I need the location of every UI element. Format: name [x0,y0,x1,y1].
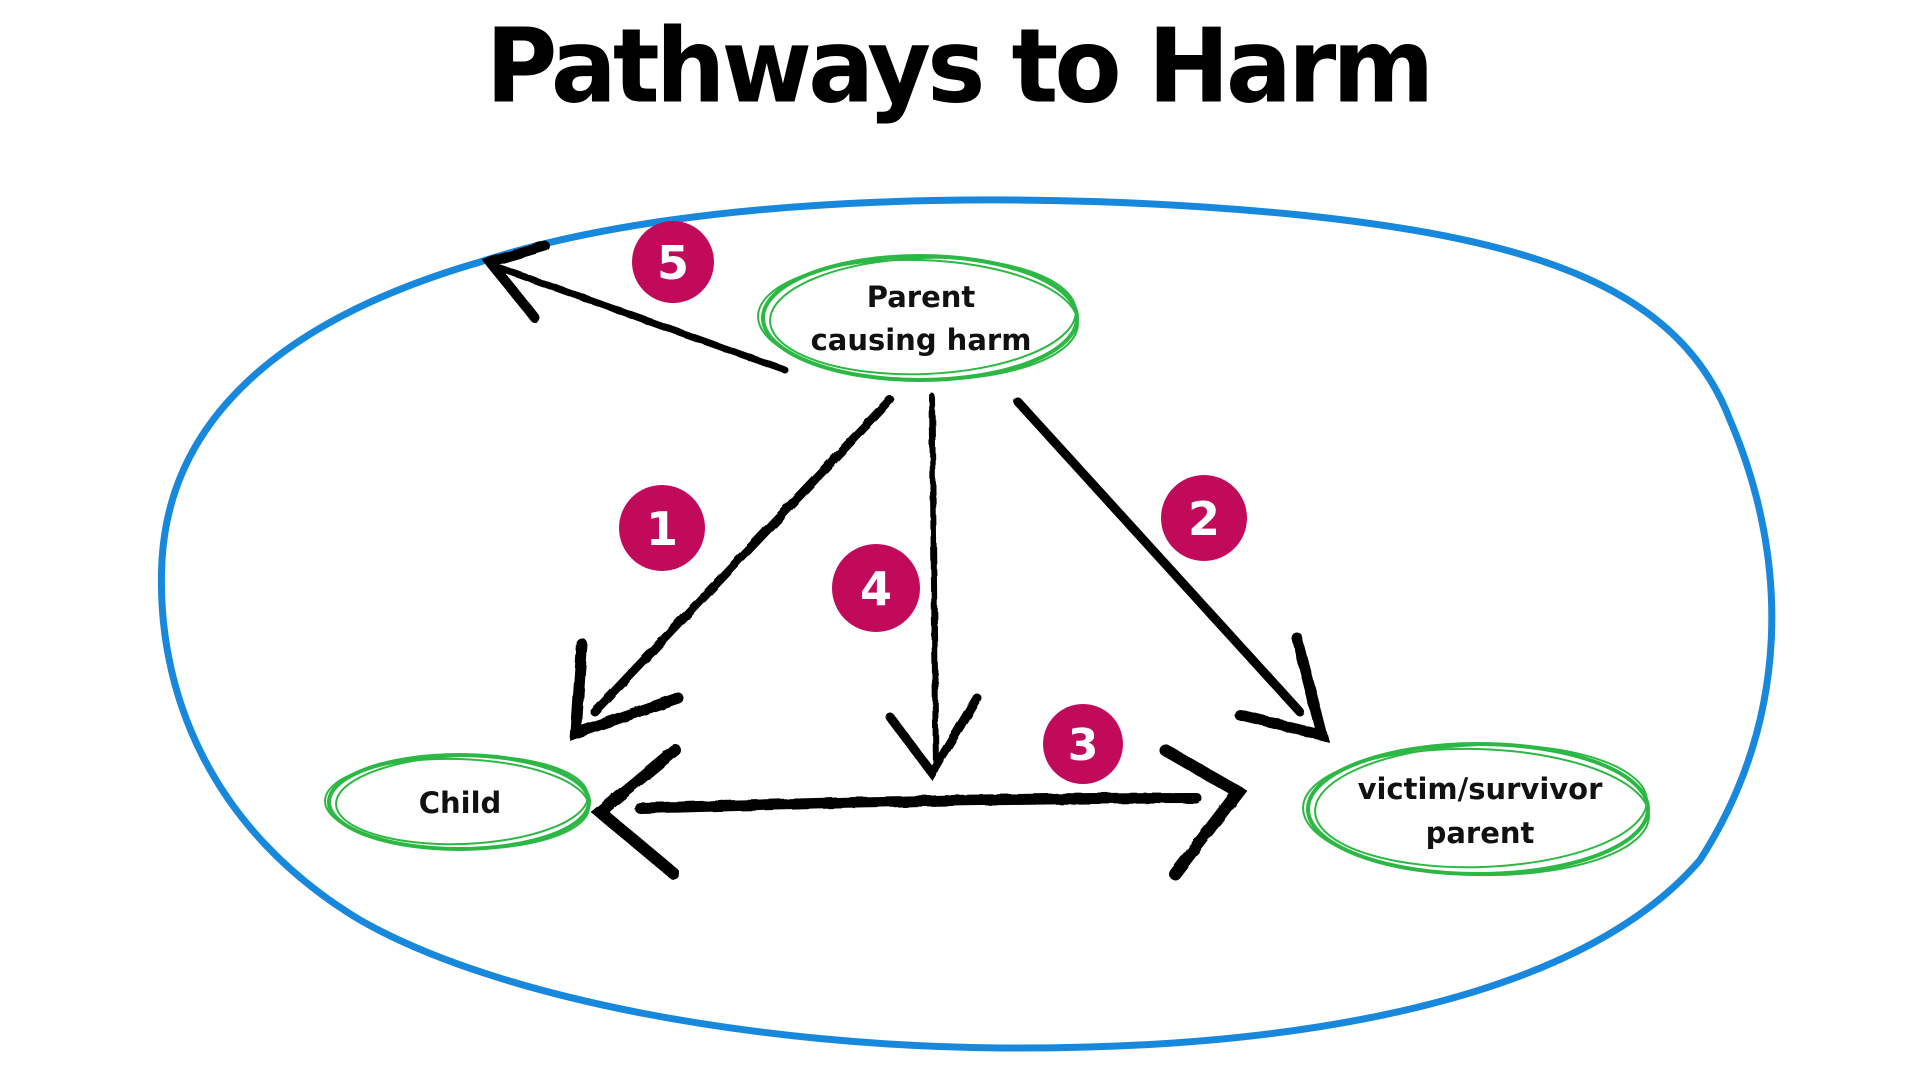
badge-circle [619,485,705,571]
arrow-pathway-4 [885,393,982,782]
node-label-line-1: victim/survivor [1358,772,1604,806]
badge-number: 2 [1188,492,1220,546]
badge-circle [1161,475,1247,561]
arrow-pathway-3 [590,744,1247,880]
node-child: Child [324,753,591,851]
badge-circle [632,221,714,303]
node-label-line-2: causing harm [811,323,1032,357]
badge-pathway-3: 3 [1043,704,1123,784]
arrow-pathway-1 [569,395,895,741]
badge-pathway-1: 1 [619,485,705,571]
arrow-pathway-5 [481,241,789,374]
badge-pathway-5: 5 [632,221,714,303]
node-label-line-1: Parent [867,280,976,314]
badge-circle [1043,704,1123,784]
node-label-line-2: parent [1426,816,1535,850]
node-label-line-1: Child [419,786,502,820]
badge-pathway-2: 2 [1161,475,1247,561]
node-parent-causing-harm: Parent causing harm [757,254,1079,382]
node-outline [1302,742,1650,877]
badge-pathway-4: 4 [832,544,920,632]
family-boundary-loop [157,196,1776,1052]
badge-number: 3 [1068,720,1099,771]
badge-number: 4 [860,562,892,616]
diagram-title: Pathways to Harm [485,7,1435,127]
node-outline [324,753,591,851]
node-outline [757,254,1079,382]
badge-number: 1 [646,502,678,556]
arrow-pathway-2 [1013,397,1330,743]
badge-number: 5 [657,236,689,290]
badge-circle [832,544,920,632]
node-victim-survivor-parent: victim/survivor parent [1302,742,1650,877]
